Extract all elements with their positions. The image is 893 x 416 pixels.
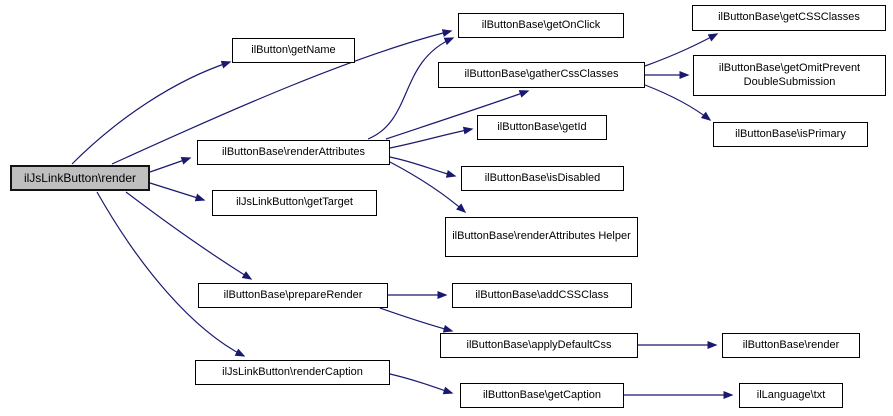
node-ilbuttonbase-gathercssclasses[interactable]: ilButtonBase\gatherCssClasses [438,62,645,88]
node-ilbuttonbase-render[interactable]: ilButtonBase\render [722,333,860,358]
node-iljslinkbutton-gettarget[interactable]: ilJsLinkButton\getTarget [212,190,377,216]
node-ilbuttonbase-isprimary[interactable]: ilButtonBase\isPrimary [713,122,868,147]
node-iljslinkbutton-rendercaption[interactable]: ilJsLinkButton\renderCaption [195,360,390,385]
edge-root-prepareRender [125,191,253,280]
node-ilbuttonbase-isdisabled[interactable]: ilButtonBase\isDisabled [461,166,624,191]
edge-renderAttributes-isDisabled [389,156,457,178]
edge-renderAttributes-gatherCssClasses [385,90,530,140]
node-ilbuttonbase-getonclick[interactable]: ilButtonBase\getOnClick [458,13,624,38]
edge-renderAttributes-renderAttributesHelper [389,161,467,213]
edge-renderCaption-getCaption [389,373,454,395]
edge-root-getOnClick [111,29,453,165]
edge-root-renderAttributes [149,157,192,173]
node-ilbuttonbase-getcssclasses[interactable]: ilButtonBase\getCSSClasses [692,5,886,31]
node-ilbuttonbase-addcssclass[interactable]: ilButtonBase\addCSSClass [452,283,632,308]
edge-root-getName [71,60,232,165]
edge-root-renderCaption [96,191,246,357]
node-iljslinkbutton-render: ilJsLinkButton\render [10,165,150,191]
node-ilbutton-getname[interactable]: ilButton\getName [232,38,355,63]
edge-renderAttributes-getId [389,126,474,149]
edge-gatherCssClasses-getCSSClasses [644,33,719,67]
edge-prepareRender-applyDefaultCss [379,307,454,333]
node-ilbuttonbase-applydefaultcss[interactable]: ilButtonBase\applyDefaultCss [440,333,638,358]
edge-renderAttributes-getOnClick [367,37,455,140]
edge-root-getTarget [149,182,206,202]
node-ilbuttonbase-getcaption[interactable]: ilButtonBase\getCaption [460,383,624,408]
node-ilbuttonbase-preparerender[interactable]: ilButtonBase\prepareRender [198,283,388,308]
edge-gatherCssClasses-isPrimary [644,84,712,121]
node-ilbuttonbase-renderattributeshelper[interactable]: ilButtonBase\renderAttributes Helper [445,217,638,257]
node-illanguage-txt[interactable]: ilLanguage\txt [739,383,843,408]
node-ilbuttonbase-getomitpreventdoublesubmission[interactable]: ilButtonBase\getOmitPrevent DoubleSubmis… [693,55,886,96]
node-ilbuttonbase-getid[interactable]: ilButtonBase\getId [477,115,607,140]
node-ilbuttonbase-renderattributes[interactable]: ilButtonBase\renderAttributes [197,140,390,165]
